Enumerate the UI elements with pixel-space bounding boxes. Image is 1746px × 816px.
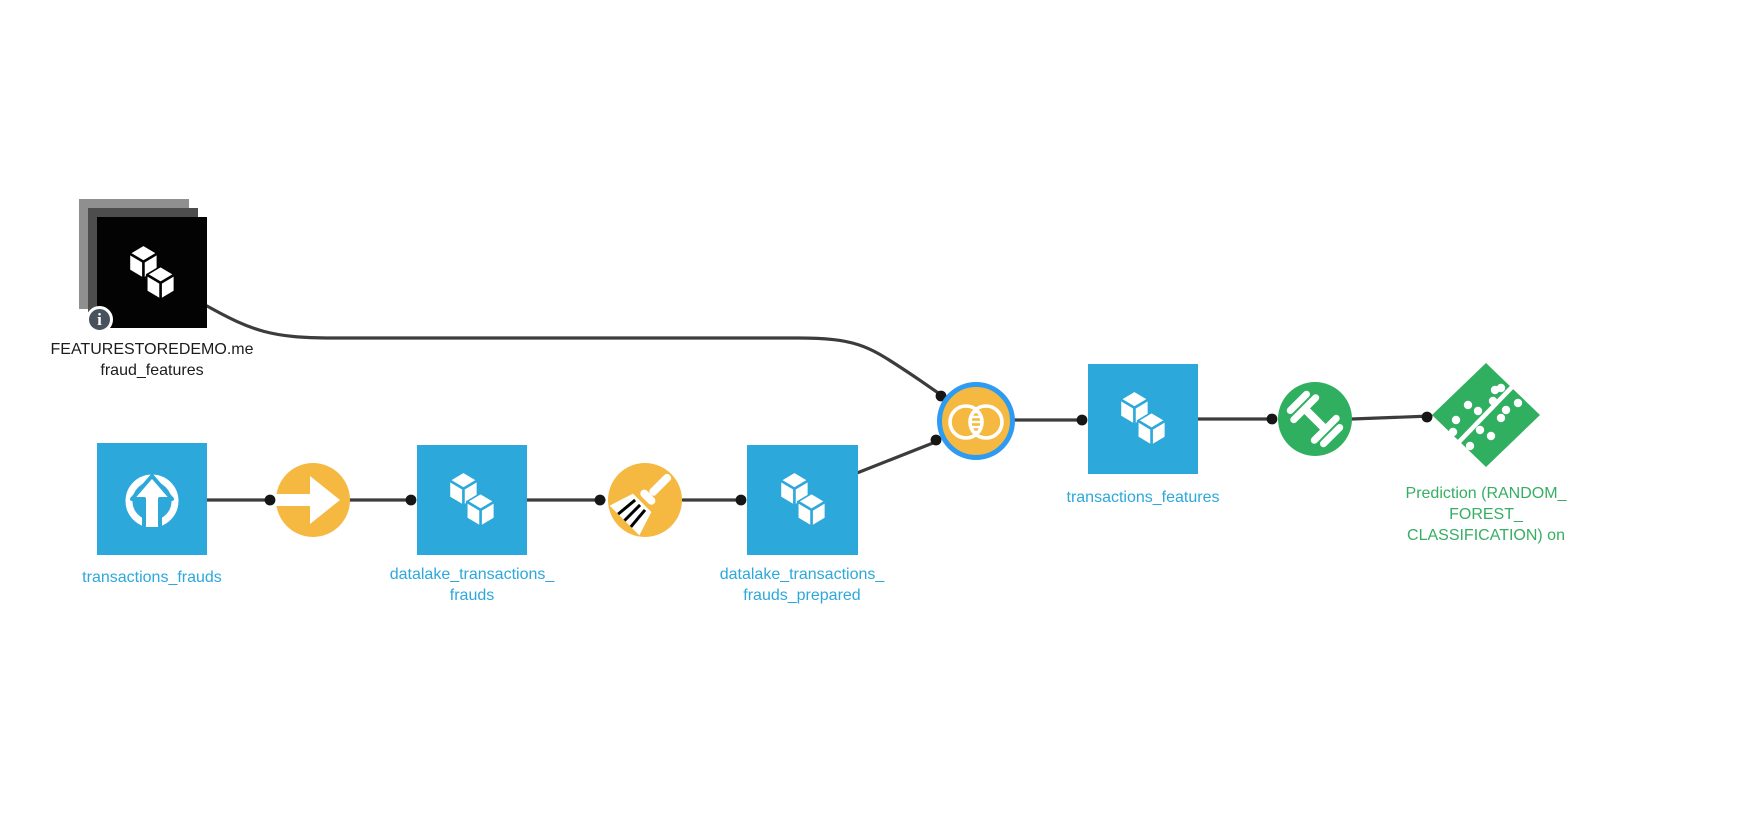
edge-endpoint-dot (264, 494, 276, 506)
node-label-transactions-frauds: transactions_frauds (82, 569, 222, 586)
info-badge-icon: i (86, 306, 113, 333)
edge-endpoint-dot (930, 434, 942, 446)
edge-endpoint-dot (1076, 414, 1088, 426)
upload-icon (125, 474, 179, 531)
node-train-recipe[interactable] (1278, 382, 1352, 456)
node-join-recipe[interactable] (937, 382, 1015, 460)
edge-prepared-to-join (855, 439, 940, 475)
edge-endpoint-dot (735, 494, 747, 506)
node-datalake-transactions-frauds-prepared[interactable] (747, 445, 858, 555)
node-transactions-features[interactable] (1088, 364, 1198, 474)
broom-icon (609, 473, 672, 536)
node-datalake-transactions-frauds[interactable] (417, 445, 527, 555)
shared-dataset-tile (97, 217, 207, 328)
node-featurestore-fraud-features[interactable]: i (79, 199, 207, 333)
edge-endpoint-dot (594, 494, 606, 506)
node-label-datalake-transactions-frauds: datalake_transactions_ frauds (389, 566, 555, 604)
node-transactions-frauds[interactable] (97, 443, 207, 555)
edge-endpoint-dot (1421, 411, 1433, 423)
join-venn-icon (948, 404, 1004, 440)
scatter-diamond-icon (1432, 363, 1540, 467)
node-label-datalake-transactions-frauds-prepared: datalake_transactions_ frauds_prepared (719, 566, 885, 604)
node-prepare-recipe[interactable] (608, 463, 682, 537)
dataset-cubes-icon (448, 471, 496, 528)
node-label-prediction-model: Prediction (RANDOM_ FOREST_ CLASSIFICATI… (1405, 485, 1567, 544)
edge-featurestore-to-join (205, 304, 943, 397)
dumbbell-icon (1286, 390, 1344, 448)
node-prediction-model[interactable] (1430, 361, 1542, 473)
dataset-cubes-icon (779, 471, 826, 528)
edge-endpoint-dot (1266, 413, 1278, 425)
dataset-cubes-icon (128, 244, 176, 300)
edge-train-to-model (1350, 414, 1433, 421)
edge-endpoint-dot (405, 494, 417, 506)
dataset-cubes-icon (1119, 390, 1167, 447)
node-label-featurestore: FEATURESTOREDEMO.me fraud_features (50, 341, 254, 379)
sync-arrow-icon (276, 476, 340, 524)
node-label-transactions-features: transactions_features (1066, 489, 1220, 506)
node-sync-recipe[interactable] (276, 463, 350, 537)
